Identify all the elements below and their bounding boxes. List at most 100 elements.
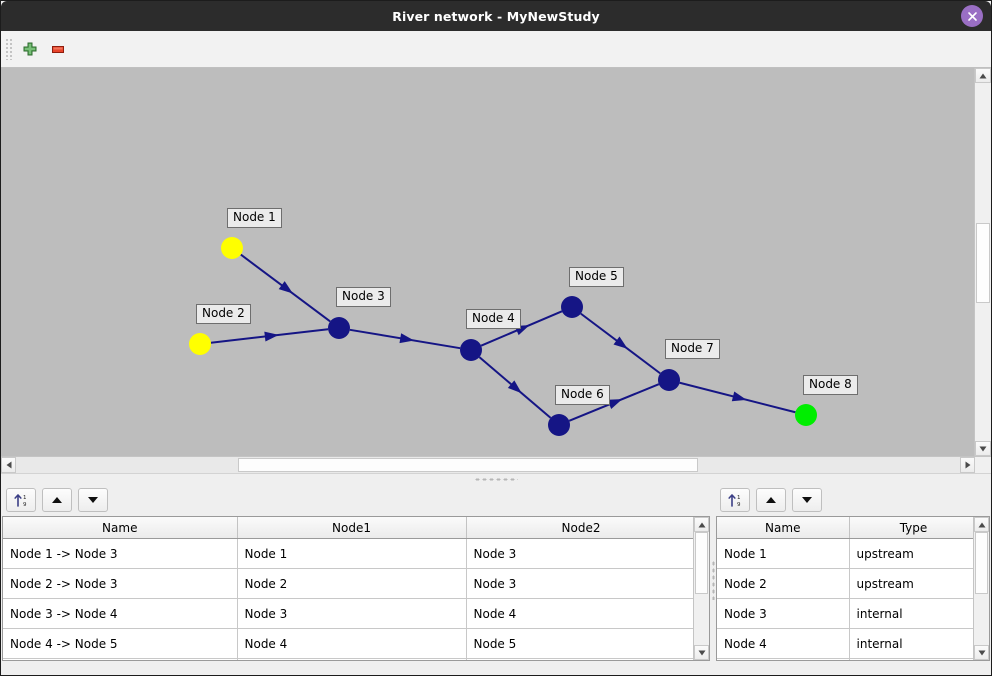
table-cell[interactable]: upstream [849, 538, 979, 569]
table-cell[interactable]: Node 3 [717, 598, 850, 629]
scroll-left-button[interactable] [1, 457, 16, 473]
add-node-button[interactable] [16, 35, 44, 63]
graph-node[interactable] [795, 404, 817, 426]
nodes-vertical-scrollbar[interactable] [973, 517, 989, 660]
nodes-vscroll-track[interactable] [974, 532, 989, 645]
graph-node[interactable] [189, 333, 211, 355]
table-cell[interactable]: Node 4 -> Node 5 [3, 628, 238, 659]
table-cell[interactable]: Node 4 [717, 628, 850, 659]
window-title: River network - MyNewStudy [392, 8, 600, 24]
table-cell[interactable]: upstream [849, 568, 979, 599]
reaches-move-up-button[interactable] [42, 488, 72, 512]
scroll-up-button[interactable] [694, 517, 709, 532]
reaches-vscroll-thumb[interactable] [695, 532, 709, 594]
column-header[interactable]: Node1 [237, 517, 467, 539]
table-cell[interactable]: Node 4 [466, 598, 697, 629]
graph-vscroll-thumb[interactable] [976, 223, 990, 303]
column-header[interactable]: Node2 [466, 517, 697, 539]
triangle-up-icon [979, 73, 987, 78]
vertical-splitter[interactable] [711, 484, 715, 675]
table-cell[interactable] [3, 658, 238, 660]
table-cell[interactable]: Node 2 -> Node 3 [3, 568, 238, 599]
graph-horizontal-scrollbar[interactable] [1, 456, 991, 473]
column-header[interactable]: Name [3, 517, 238, 539]
nodes-move-up-button[interactable] [756, 488, 786, 512]
scroll-up-button[interactable] [975, 68, 991, 83]
graph-node-label[interactable]: Node 2 [196, 304, 251, 324]
column-header[interactable]: Name [717, 517, 850, 539]
reaches-vertical-scrollbar[interactable] [693, 517, 709, 660]
plus-icon [23, 42, 37, 56]
table-cell[interactable]: internal [849, 628, 979, 659]
scroll-down-button[interactable] [974, 645, 989, 660]
graph-node-label[interactable]: Node 6 [555, 385, 610, 405]
graph-hscroll-track[interactable] [16, 457, 960, 473]
triangle-down-icon [979, 446, 987, 451]
graph-vertical-scrollbar[interactable] [974, 68, 991, 456]
table-cell[interactable]: Node 4 [237, 628, 467, 659]
table-cell[interactable]: Node 5 [466, 628, 697, 659]
graph-node[interactable] [561, 296, 583, 318]
scroll-down-button[interactable] [975, 441, 991, 456]
table-cell[interactable]: Node 3 -> Node 4 [3, 598, 238, 629]
reaches-panel-padding [1, 661, 711, 675]
table-cell[interactable]: internal [849, 598, 979, 629]
close-button[interactable] [961, 5, 983, 27]
graph-node-label[interactable]: Node 8 [803, 375, 858, 395]
reaches-vscroll-track[interactable] [694, 532, 709, 645]
graph-node[interactable] [658, 369, 680, 391]
nodes-sort-button[interactable]: 1 9 [720, 488, 750, 512]
graph-node[interactable] [221, 237, 243, 259]
graph-node-label[interactable]: Node 7 [665, 339, 720, 359]
column-header[interactable]: Type [849, 517, 979, 539]
graph-node[interactable] [548, 414, 570, 436]
scroll-up-button[interactable] [974, 517, 989, 532]
reaches-panel: 1 9 [1, 484, 711, 675]
table-cell[interactable] [237, 658, 467, 660]
splitter-grip-icon [711, 559, 715, 600]
minus-icon [52, 46, 64, 53]
scroll-right-button[interactable] [960, 457, 975, 473]
horizontal-splitter[interactable] [1, 473, 991, 484]
table-cell[interactable]: Node 1 [717, 538, 850, 569]
graph-node-label[interactable]: Node 3 [336, 287, 391, 307]
graph-vscroll-track[interactable] [975, 83, 991, 441]
triangle-up-icon [52, 497, 62, 503]
reaches-move-down-button[interactable] [78, 488, 108, 512]
reaches-sort-button[interactable]: 1 9 [6, 488, 36, 512]
graph-node[interactable] [328, 317, 350, 339]
nodes-vscroll-thumb[interactable] [975, 532, 988, 594]
remove-node-button[interactable] [44, 35, 72, 63]
title-bar: River network - MyNewStudy [1, 1, 991, 31]
graph-node[interactable] [460, 339, 482, 361]
graph-hscroll-thumb[interactable] [238, 458, 698, 472]
table-cell[interactable]: Node 1 -> Node 3 [3, 538, 238, 569]
graph-canvas[interactable]: Node 1 Node 2 Node 3 Node 4 Node 5 Node 6 Node… [1, 68, 974, 456]
table-cell[interactable]: Node 3 [466, 538, 697, 569]
svg-text:9: 9 [23, 502, 27, 508]
graph-node-label[interactable]: Node 1 [227, 208, 282, 228]
table-cell[interactable] [717, 658, 850, 660]
graph-node-label[interactable]: Node 4 [466, 309, 521, 329]
toolbar-drag-handle[interactable] [5, 38, 13, 60]
nodes-move-down-button[interactable] [792, 488, 822, 512]
table-cell[interactable]: Node 3 [237, 598, 467, 629]
table-cell[interactable]: Node 3 [466, 568, 697, 599]
table-cell[interactable]: Node 1 [237, 538, 467, 569]
scroll-down-button[interactable] [694, 645, 709, 660]
table-cell[interactable]: Node 2 [717, 568, 850, 599]
graph-node-label[interactable]: Node 5 [569, 267, 624, 287]
table-cell[interactable]: Node 2 [237, 568, 467, 599]
edge-arrow-icon [399, 333, 415, 344]
